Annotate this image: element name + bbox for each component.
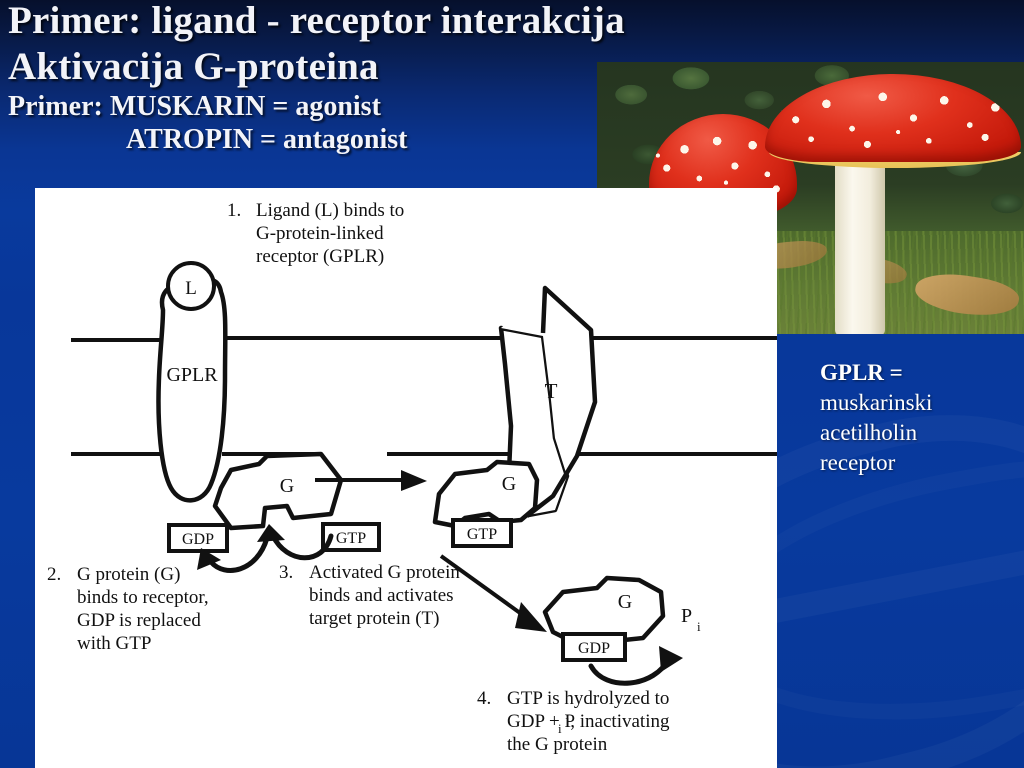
gdp-out-arrowhead — [197, 548, 221, 570]
step-2-line-2: binds to receptor, — [77, 587, 209, 608]
gplr-receptor-label: GPLR — [166, 364, 218, 386]
g-protein-label-2: G — [502, 473, 516, 495]
step-2-line-4: with GTP — [77, 633, 151, 654]
step-4-subscript: i — [558, 721, 562, 736]
ligand-label: L — [185, 278, 197, 299]
gdp-box-1 — [167, 523, 229, 553]
slide-subtitle-line-1: Primer: MUSKARIN = agonist — [8, 91, 381, 122]
step-4-line-2b: i, inactivating — [565, 711, 670, 732]
step-4-caption: 4. GTP is hydrolyzed to GDP + P i i, ina… — [477, 688, 670, 755]
g-protein-activated-shape — [432, 459, 540, 529]
target-protein-outline — [525, 285, 598, 518]
step-3-line-2: binds and activates — [309, 585, 454, 606]
g-protein-label-3: G — [618, 591, 632, 613]
activation-arrowhead — [401, 470, 427, 491]
target-protein-label: T — [545, 379, 558, 403]
gtp-label-free: GTP — [336, 530, 366, 547]
g-protein-receptor-bound-shape — [212, 451, 344, 531]
step-1-line-1: Ligand (L) binds to — [256, 200, 404, 221]
phosphate-label: P — [681, 605, 692, 627]
gtp-label-bound: GTP — [467, 526, 497, 543]
g-protein-label-1: G — [280, 475, 294, 497]
step-3-line-1: Activated G protein — [309, 562, 460, 583]
gtp-in-arrowhead — [257, 524, 285, 542]
gdp-label-1: GDP — [182, 531, 214, 548]
gplr-caption-line-3: receptor — [820, 450, 896, 475]
step-3-line-3: target protein (T) — [309, 608, 440, 629]
phosphate-arrowhead — [659, 646, 683, 672]
step-3-number: 3. — [279, 562, 293, 583]
step-1-caption: 1. Ligand (L) binds to G-protein-linked … — [227, 200, 404, 267]
gtp-in-curved-arrow — [270, 533, 334, 561]
gdp-box-2 — [561, 632, 627, 662]
gplr-caption-heading: GPLR = — [820, 360, 903, 385]
target-protein-fill-patch — [501, 288, 595, 516]
step-4-line-1: GTP is hydrolyzed to — [507, 688, 669, 709]
hydrolysis-arrowhead — [515, 602, 547, 632]
phosphate-subscript: i — [697, 619, 701, 634]
gdp-out-curved-arrow — [208, 535, 270, 573]
slide-header: Primer: ligand - receptor interakcija Ak… — [8, 0, 888, 156]
step-2-caption: 2. G protein (G) binds to receptor, GDP … — [47, 564, 209, 654]
photo-mushroom-large-stem — [835, 158, 885, 334]
step-2-number: 2. — [47, 564, 61, 585]
slide-subtitle-line-2: ATROPIN = antagonist — [126, 124, 408, 155]
gplr-caption-line-1: muskarinski — [820, 390, 933, 415]
gtp-box-bound — [451, 518, 513, 548]
step-2-line-1: G protein (G) — [77, 564, 180, 585]
gplr-caption: GPLR = muskarinski acetilholin receptor — [820, 358, 1020, 478]
step-1-line-3: receptor (GPLR) — [256, 246, 384, 267]
step-2-line-3: GDP is replaced — [77, 610, 201, 631]
step-1-line-2: G-protein-linked — [256, 223, 384, 244]
diagram-svg: 1. Ligand (L) binds to G-protein-linked … — [47, 200, 777, 755]
slide-title-line-1: Primer: ligand - receptor interakcija — [8, 0, 625, 42]
step-1-number: 1. — [227, 200, 241, 221]
gdp-label-2: GDP — [578, 640, 610, 657]
step-4-number: 4. — [477, 688, 491, 709]
step-3-caption: 3. Activated G protein binds and activat… — [279, 562, 460, 629]
g-protein-cycle-diagram: 1. Ligand (L) binds to G-protein-linked … — [35, 188, 777, 768]
slide-title-line-2: Aktivacija G-proteina — [8, 45, 379, 88]
ligand-circle — [166, 261, 216, 311]
step-4-line-2: GDP + P — [507, 711, 575, 732]
gplr-caption-line-2: acetilholin — [820, 420, 918, 445]
step-4-line-3: the G protein — [507, 734, 608, 755]
hydrolysis-arrow-line — [439, 554, 529, 620]
